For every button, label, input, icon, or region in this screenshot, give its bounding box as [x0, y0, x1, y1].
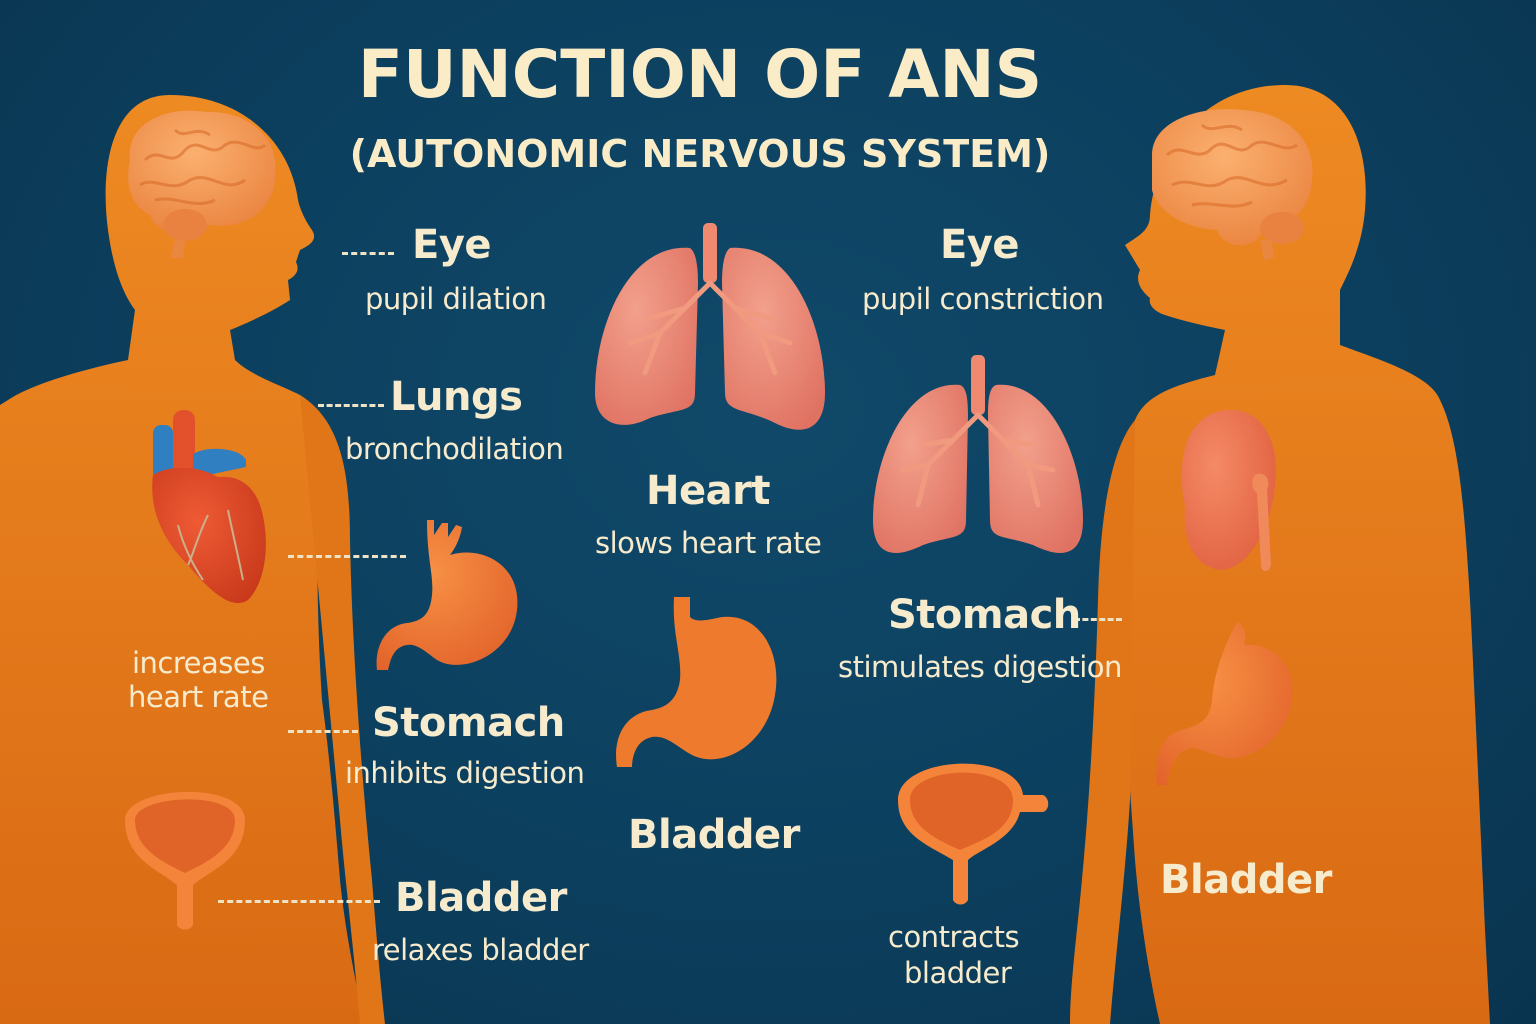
right-lungs-icon	[873, 355, 1083, 553]
effect-contracts-line2: bladder	[904, 956, 1012, 990]
label-eye-left: Eye	[412, 222, 492, 268]
effect-stimulates-digestion: stimulates digestion	[838, 650, 1122, 684]
right-brain-icon	[1152, 109, 1313, 260]
leader-line-heart-left	[288, 555, 406, 558]
label-bladder-center: Bladder	[628, 812, 800, 858]
label-bladder-right: Bladder	[1160, 857, 1332, 903]
effect-pupil-constriction: pupil constriction	[862, 282, 1104, 316]
left-heart-icon	[152, 410, 266, 604]
label-stomach-left: Stomach	[372, 700, 565, 746]
center-stomach-icon	[616, 597, 777, 767]
label-bladder-left: Bladder	[395, 875, 567, 921]
left-brain-icon	[128, 110, 276, 258]
effect-bronchodilation: bronchodilation	[345, 432, 564, 466]
effect-contracts-line1: contracts	[888, 920, 1020, 954]
leader-line-stomach-right	[1074, 618, 1122, 621]
effect-slows-heart-rate: slows heart rate	[595, 526, 822, 560]
label-stomach-right: Stomach	[888, 592, 1081, 638]
effect-increases-line1: increases	[132, 646, 265, 680]
label-heart-center: Heart	[646, 468, 770, 514]
center-lungs-icon	[595, 223, 825, 430]
label-lungs-left: Lungs	[390, 374, 523, 420]
left-stomach-icon	[376, 520, 518, 670]
leader-line-stomach-left	[288, 730, 358, 733]
left-human-figure	[0, 95, 385, 1024]
page-title: FUNCTION OF ANS	[357, 36, 1043, 113]
page-subtitle: (AUTONOMIC NERVOUS SYSTEM)	[349, 132, 1051, 176]
right-kidney-icon	[1181, 410, 1276, 571]
left-bladder-icon	[125, 791, 245, 930]
leader-line-lungs-left	[318, 404, 384, 407]
effect-inhibits-digestion: inhibits digestion	[345, 756, 585, 790]
effect-increases-line2: heart rate	[128, 680, 269, 714]
right-human-figure	[1070, 85, 1490, 1024]
leader-line-eye-left	[342, 252, 394, 255]
right-bladder-icon	[898, 763, 1049, 905]
leader-line-bladder-left	[218, 900, 380, 903]
right-stomach-icon	[1156, 622, 1293, 785]
effect-relaxes-bladder: relaxes bladder	[372, 933, 589, 967]
effect-pupil-dilation: pupil dilation	[365, 282, 547, 316]
label-eye-right: Eye	[940, 222, 1020, 268]
